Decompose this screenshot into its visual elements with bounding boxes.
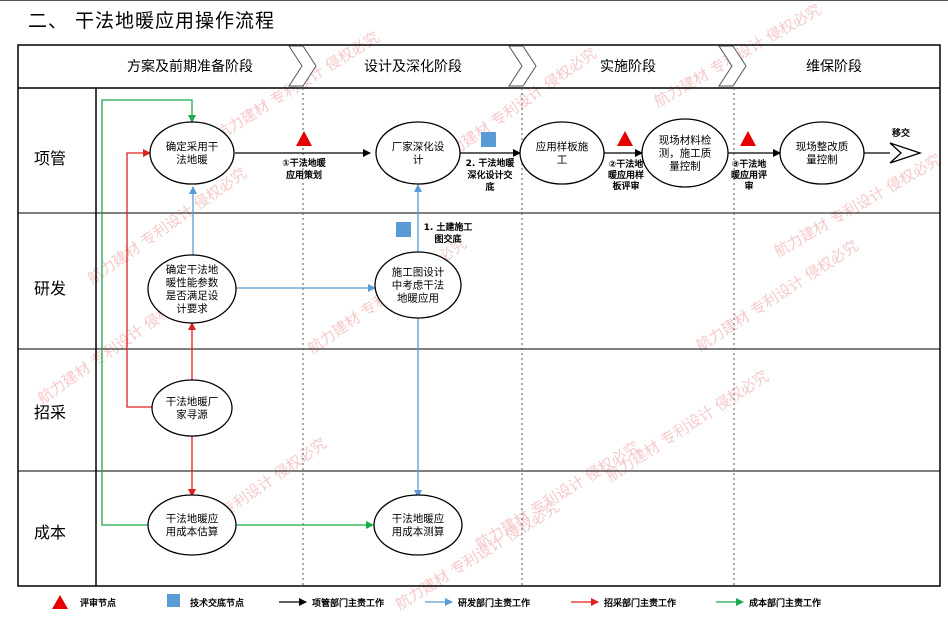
edge-label-review3: ③干法地暖应用评审 (731, 158, 767, 192)
process-node-n2 (375, 121, 461, 185)
node-label-n10: 干法地暖应用成本测算 (392, 512, 445, 538)
edges (101, 99, 890, 529)
process-node-n8 (151, 379, 233, 437)
swimlane-grid (17, 44, 941, 587)
node-label-n3: 应用样板施工 (536, 140, 589, 166)
phase-header: 方案及前期准备阶段 (127, 58, 253, 75)
review-triangle-icon (296, 131, 312, 146)
node-label-n4: 现场材料检测，施工质量控制 (659, 134, 712, 173)
node-label-n7: 施工图设计中考虑干法地暖应用 (392, 266, 445, 305)
legend-square-icon (167, 594, 180, 607)
lane-label: 招采 (34, 403, 66, 422)
phase-header: 设计及深化阶段 (364, 59, 462, 75)
legend-rd: 研发部门主责工作 (458, 597, 530, 609)
process-node-n1 (149, 121, 235, 185)
process-node-n4 (641, 118, 729, 188)
node-label-n1: 确定采用干法地暖 (166, 140, 219, 166)
edge-label-review2: ②干法地暖应用样板评审 (608, 158, 644, 192)
node-label-n8: 干法地暖厂家寻源 (166, 395, 219, 421)
node-label-n9: 干法地暖应用成本估算 (166, 512, 219, 538)
legend-tech: 技术交底节点 (190, 597, 244, 609)
edge-label-tech1: 1. 土建施工图交底 (424, 221, 473, 245)
legend: 评审节点 技术交底节点 项管部门主责工作 研发部门主责工作 招采部门主责工作 成… (52, 594, 821, 609)
phase-header: 实施阶段 (600, 59, 656, 75)
review-triangle-icon (617, 131, 633, 146)
process-node-n10 (373, 494, 463, 556)
process-node-n7 (374, 251, 462, 319)
handover-label: 移交 (892, 127, 910, 139)
chevron-2 (508, 45, 537, 87)
lane-label: 成本 (34, 523, 66, 542)
edge-label-tech2: 2. 干法地暖深化设计交底 (466, 157, 516, 193)
phase-header: 维保阶段 (806, 59, 862, 75)
phase-chevrons (288, 45, 747, 87)
markers (296, 131, 756, 237)
edge-n8-n1 (126, 149, 153, 408)
tech-square-icon (481, 132, 496, 147)
lane-label: 项管 (34, 149, 66, 168)
process-node-n3 (519, 121, 605, 185)
tech-square-icon (396, 222, 411, 237)
legend-cost: 成本部门主责工作 (749, 597, 821, 609)
process-node-n9 (147, 494, 237, 556)
chevron-1 (288, 45, 317, 87)
legend-review: 评审节点 (80, 597, 116, 609)
chevron-3 (718, 45, 747, 87)
review-triangle-icon (740, 131, 756, 146)
phase-dividers (302, 88, 735, 586)
page-title: 二、 干法地暖应用操作流程 (28, 10, 276, 32)
node-label-n6: 确定干法地暖性能参数是否满足设计要求 (166, 263, 219, 315)
legend-triangle-icon (52, 595, 68, 609)
lane-label: 研发 (34, 279, 66, 298)
legend-pm: 项管部门主责工作 (312, 597, 384, 609)
handover-arrow-icon (889, 142, 923, 164)
legend-proc: 招采部门主责工作 (604, 597, 676, 609)
edge-n9-n1 (101, 99, 196, 526)
node-label-n2: 厂家深化设计 (392, 140, 445, 166)
watermark: 航力建材 专利设计 侵权必究 (603, 367, 772, 485)
top-border (0, 0, 948, 1)
process-node-n6 (147, 254, 237, 324)
edge-label-review1: ①干法地暖应用策划 (282, 157, 327, 181)
node-label-n5: 现场整改质量控制 (796, 140, 849, 166)
process-node-n5 (779, 121, 865, 185)
